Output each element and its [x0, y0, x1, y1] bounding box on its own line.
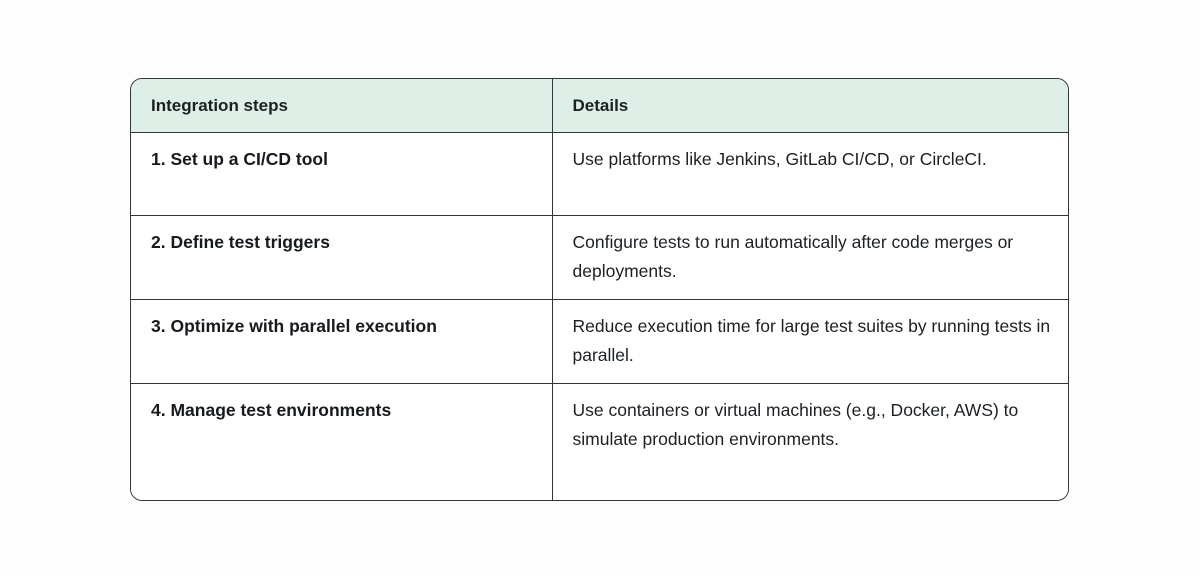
column-header-details: Details — [551, 79, 1068, 133]
detail-cell: Use platforms like Jenkins, GitLab CI/CD… — [551, 132, 1068, 216]
table-row: 3. Optimize with parallel execution Redu… — [131, 299, 1068, 384]
table-row: 1. Set up a CI/CD tool Use platforms lik… — [131, 132, 1068, 216]
table-body: 1. Set up a CI/CD tool Use platforms lik… — [131, 132, 1068, 500]
header-row: Integration steps Details — [131, 79, 1068, 133]
table-header: Integration steps Details — [131, 79, 1068, 133]
integration-steps-table-card: Integration steps Details 1. Set up a CI… — [130, 78, 1069, 501]
table-row: 4. Manage test environments Use containe… — [131, 383, 1068, 500]
step-cell: 3. Optimize with parallel execution — [131, 299, 552, 384]
column-header-integration-steps: Integration steps — [131, 79, 552, 133]
table-row: 2. Define test triggers Configure tests … — [131, 215, 1068, 300]
step-cell: 4. Manage test environments — [131, 383, 552, 500]
detail-cell: Use containers or virtual machines (e.g.… — [551, 383, 1068, 500]
detail-cell: Configure tests to run automatically aft… — [551, 215, 1068, 300]
step-cell: 1. Set up a CI/CD tool — [131, 132, 552, 216]
integration-steps-table: Integration steps Details 1. Set up a CI… — [131, 79, 1068, 500]
detail-cell: Reduce execution time for large test sui… — [551, 299, 1068, 384]
step-cell: 2. Define test triggers — [131, 215, 552, 300]
